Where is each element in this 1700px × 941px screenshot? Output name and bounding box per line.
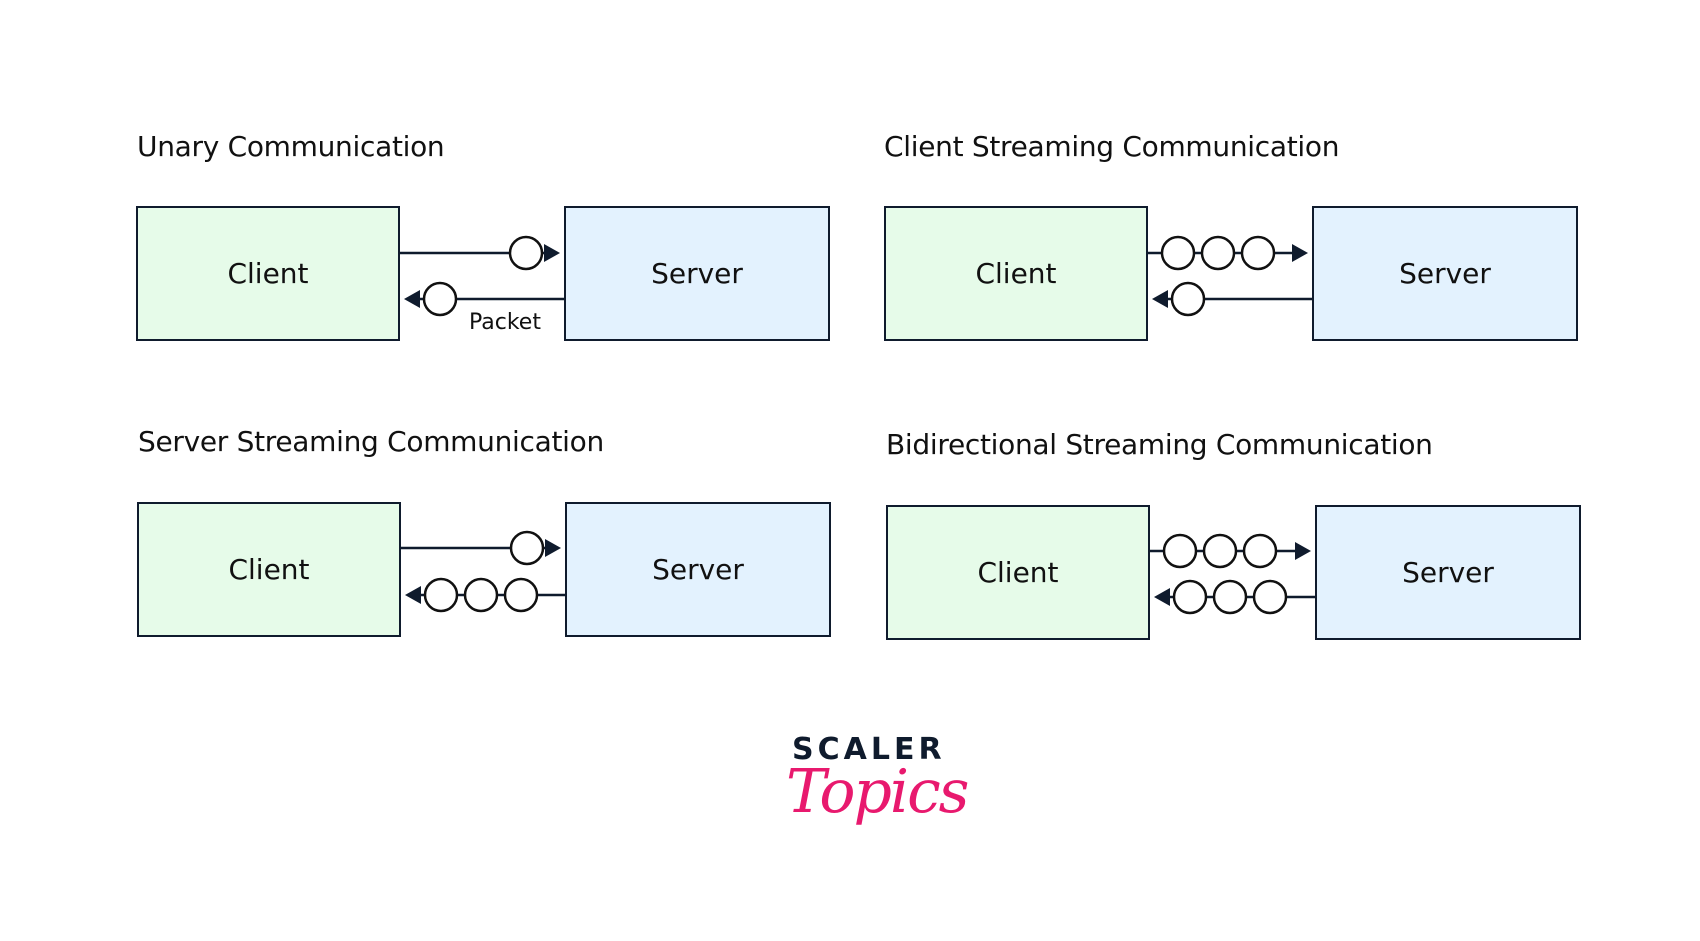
unary-client-box: Client — [136, 206, 400, 341]
client-streaming-title: Client Streaming Communication — [884, 130, 1340, 163]
client-streaming-client-label: Client — [975, 257, 1057, 290]
unary-client-label: Client — [227, 257, 309, 290]
unary-server-box: Server — [564, 206, 830, 341]
packet-circle — [1202, 533, 1238, 569]
server-streaming-server-label: Server — [652, 553, 744, 586]
server-streaming-client-box: Client — [137, 502, 401, 637]
packet-circle — [423, 577, 459, 613]
arrowhead-right-icon — [1295, 542, 1311, 560]
bidirectional-server-box: Server — [1315, 505, 1581, 640]
packet-circle — [463, 577, 499, 613]
server-streaming-server-box: Server — [565, 502, 831, 637]
packet-circle — [1242, 533, 1278, 569]
server-streaming-client-label: Client — [228, 553, 310, 586]
arrowhead-right-icon — [545, 539, 561, 557]
arrowhead-right-icon — [1292, 244, 1308, 262]
packet-label: Packet — [469, 310, 541, 335]
logo-sub: Topics — [786, 757, 969, 827]
packet-circle — [1170, 281, 1206, 317]
arrowhead-left-icon — [1152, 290, 1168, 308]
packet-circle — [422, 281, 458, 317]
packet-circle — [1162, 533, 1198, 569]
bidirectional-title: Bidirectional Streaming Communication — [886, 428, 1433, 461]
packet-circle — [1252, 579, 1288, 615]
packet-circle — [503, 577, 539, 613]
packet-circle — [1172, 579, 1208, 615]
logo-brand: SCALER — [792, 732, 946, 767]
unary-server-label: Server — [651, 257, 743, 290]
bidirectional-client-box: Client — [886, 505, 1150, 640]
arrowhead-right-icon — [544, 244, 560, 262]
packet-circle — [1212, 579, 1248, 615]
arrowhead-left-icon — [404, 290, 420, 308]
packet-circle — [508, 235, 544, 271]
bidirectional-server-label: Server — [1402, 556, 1494, 589]
packet-circle — [1160, 235, 1196, 271]
packet-circle — [1240, 235, 1276, 271]
arrowhead-left-icon — [405, 586, 421, 604]
client-streaming-client-box: Client — [884, 206, 1148, 341]
bidirectional-client-label: Client — [977, 556, 1059, 589]
server-streaming-title: Server Streaming Communication — [138, 425, 604, 458]
arrowhead-left-icon — [1154, 588, 1170, 606]
client-streaming-server-box: Server — [1312, 206, 1578, 341]
unary-title: Unary Communication — [137, 130, 445, 163]
packet-circle — [1200, 235, 1236, 271]
client-streaming-server-label: Server — [1399, 257, 1491, 290]
packet-circle — [509, 530, 545, 566]
